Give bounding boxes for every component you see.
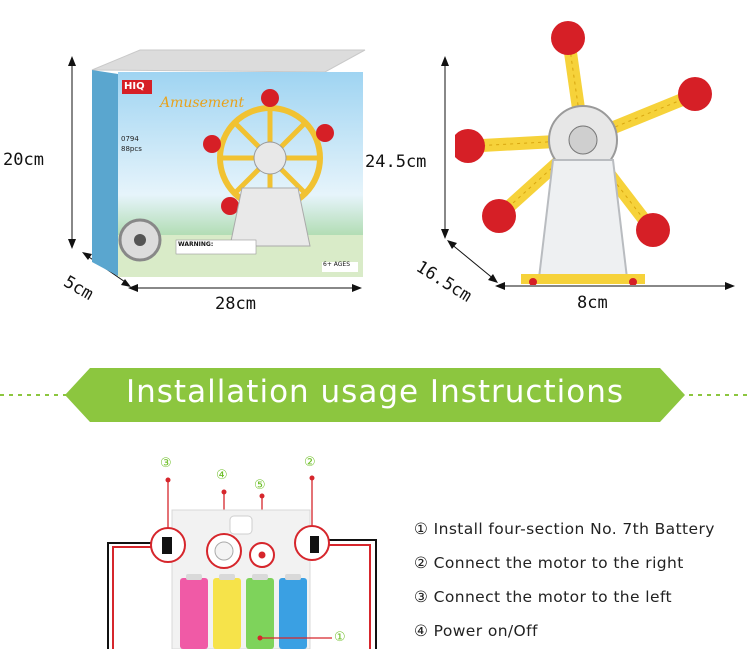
box-code: 0794 xyxy=(121,135,139,143)
marker-battery: ① xyxy=(334,630,346,645)
model-dimension-lines xyxy=(441,56,735,290)
marker-left-motor: ③ xyxy=(160,456,172,471)
box-width-label: 28cm xyxy=(215,294,256,314)
box-height-label: 20cm xyxy=(3,150,44,170)
ferris-wheel-figure: 24.5cm 16.5cm 8cm xyxy=(365,0,750,330)
battery-box-art xyxy=(107,475,377,649)
marker-right-motor: ② xyxy=(304,455,316,470)
package-box-art xyxy=(91,49,366,277)
marker-indicator: ⑤ xyxy=(254,478,266,493)
instruction-item: ① Install four-section No. 7th Battery xyxy=(414,520,715,538)
banner-title: Installation usage Instructions xyxy=(125,374,624,410)
instruction-list: ① Install four-section No. 7th Battery ②… xyxy=(414,512,744,648)
model-width-label: 8cm xyxy=(577,293,608,313)
instructions-banner: Installation usage Instructions xyxy=(0,360,750,430)
product-box-figure: HIQ Amusement 0794 88pcs WARNING: 6+ AGE… xyxy=(0,0,375,330)
marker-power-switch: ④ xyxy=(216,468,228,483)
box-warning-label: WARNING: xyxy=(178,241,214,248)
ferris-wheel-model xyxy=(455,21,712,285)
model-height-label: 24.5cm xyxy=(365,152,427,172)
instruction-item: ② Connect the motor to the right xyxy=(414,554,684,572)
box-age-label: 6+ AGES xyxy=(323,261,350,268)
box-title: Amusement xyxy=(160,95,245,111)
banner-shape xyxy=(0,368,750,422)
box-brand-logo: HIQ xyxy=(124,81,145,92)
box-pieces: 88pcs xyxy=(121,145,142,153)
instruction-item: ④ Power on/Off xyxy=(414,622,538,640)
instruction-item: ③ Connect the motor to the left xyxy=(414,588,673,606)
battery-box-diagram: ③ ④ ⑤ ② ① xyxy=(100,450,400,649)
